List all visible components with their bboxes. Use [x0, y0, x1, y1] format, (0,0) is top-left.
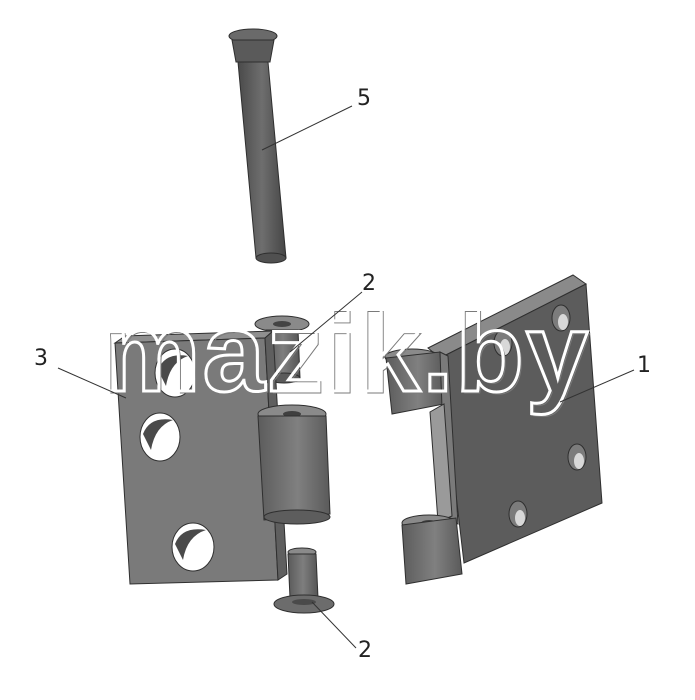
watermark-outline: mazik.by — [103, 292, 592, 417]
leader-line-2-upper — [289, 291, 363, 353]
leader-line-3 — [57, 367, 127, 399]
watermark-text: mazik.by — [101, 290, 590, 415]
hinge-leaf-part-3 — [113, 329, 331, 585]
callout-1: 1 — [637, 353, 651, 378]
hinge-leaf-part-1 — [384, 274, 603, 585]
callout-3: 3 — [34, 346, 48, 371]
leader-line-2-lower — [311, 601, 357, 649]
callout-5: 5 — [357, 86, 371, 111]
leader-line-5 — [261, 105, 353, 151]
callout-2-lower: 2 — [358, 638, 372, 663]
callout-2-upper: 2 — [362, 271, 376, 296]
pin-part-5 — [228, 28, 287, 264]
watermark: mazik.by mazik.by — [100, 289, 592, 418]
leader-line-1 — [559, 369, 635, 403]
bushing-part-2-lower — [273, 547, 335, 614]
